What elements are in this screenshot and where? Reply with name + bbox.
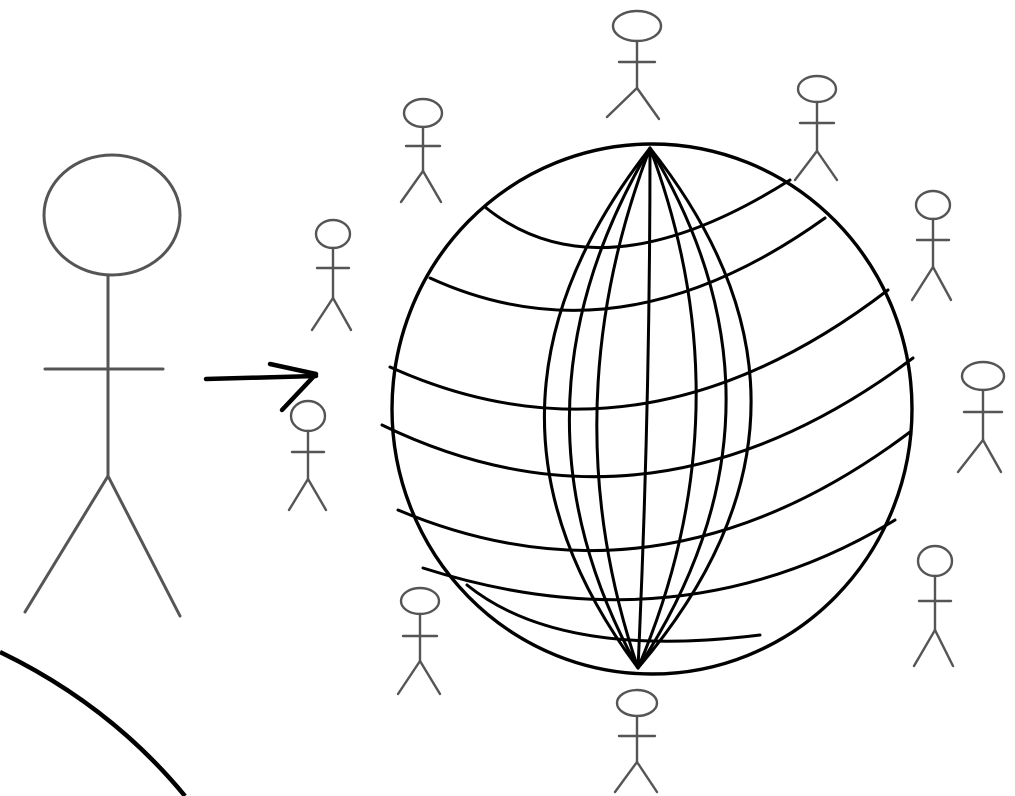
stick-figure-icon xyxy=(914,546,953,666)
stick-figure-icon xyxy=(289,401,326,510)
stick-figure-icon xyxy=(615,690,657,792)
horizon-curve xyxy=(0,652,185,796)
stick-figure-icon xyxy=(398,588,440,694)
stick-figure-icon xyxy=(312,220,351,330)
stick-figure-icon xyxy=(607,11,661,119)
wireframe-globe-icon xyxy=(382,144,913,674)
stick-figure-icon xyxy=(795,76,837,180)
stick-figure-icon xyxy=(912,191,951,300)
stick-figure-icon xyxy=(958,362,1004,472)
stick-figure-icon xyxy=(401,99,442,202)
large-stick-figure-icon xyxy=(25,155,180,616)
